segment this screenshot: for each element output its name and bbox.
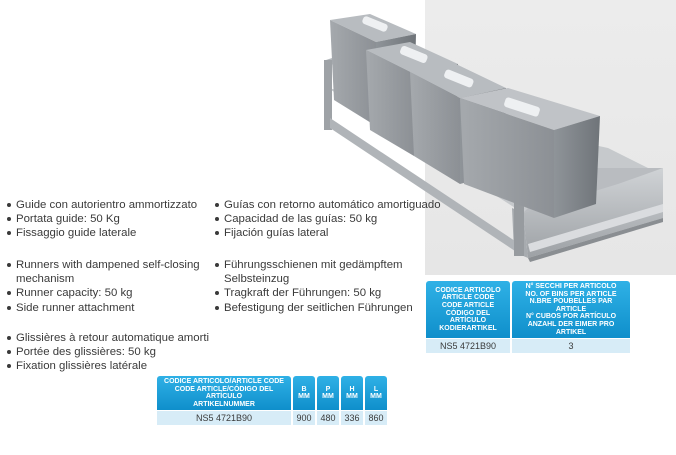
dims-table-b-cell: 900 bbox=[293, 411, 315, 426]
feature-de-1: Führungsschienen mit gedämpftem bbox=[214, 258, 413, 272]
bins-table-header-bins: N° SECCHI PER ARTICOLO NO. OF BINS PER A… bbox=[512, 281, 630, 339]
feature-es-3: Fijación guías lateral bbox=[214, 226, 441, 240]
feature-es-1: Guías con retorno automático amortiguado bbox=[214, 198, 441, 212]
product-image bbox=[324, 14, 663, 262]
feature-it-2: Portata guide: 50 Kg bbox=[6, 212, 197, 226]
feature-en-1-cont: mechanism bbox=[16, 273, 75, 286]
feature-fr-2: Portée des glissières: 50 kg bbox=[6, 345, 209, 359]
dims-header-l-unit: mm bbox=[370, 393, 382, 401]
dims-table-h-cell: 336 bbox=[341, 411, 363, 426]
feature-de-1-cont: Selbsteinzug bbox=[224, 273, 290, 286]
feature-en-2: Runner capacity: 50 kg bbox=[6, 286, 200, 300]
feature-en-1: Runners with dampened self-closing bbox=[6, 258, 200, 272]
feature-es-2: Capacidad de las guías: 50 kg bbox=[214, 212, 441, 226]
dims-header-p-letter: P bbox=[325, 385, 331, 393]
feature-de-2: Tragkraft der Führungen: 50 kg bbox=[214, 286, 413, 300]
feature-it-1: Guide con autorientro ammortizzato bbox=[6, 198, 197, 212]
bin-4 bbox=[460, 88, 600, 218]
dims-table-header-h: H mm bbox=[341, 376, 363, 411]
dims-header-p-unit: mm bbox=[322, 393, 334, 401]
features-es: Guías con retorno automático amortiguado… bbox=[214, 198, 441, 241]
bins-table: CODICE ARTICOLO ARTICLE CODE CODE ARTICL… bbox=[424, 280, 632, 354]
bins-table-header-code: CODICE ARTICOLO ARTICLE CODE CODE ARTICL… bbox=[426, 281, 510, 339]
dims-table-header-l: L mm bbox=[365, 376, 387, 411]
features-de: Führungsschienen mit gedämpftem Selbstei… bbox=[214, 258, 413, 315]
dims-table-l-cell: 860 bbox=[365, 411, 387, 426]
bins-table-bins-cell: 3 bbox=[512, 339, 630, 354]
feature-fr-3: Fixation glissières latérale bbox=[6, 359, 209, 373]
features-en: Runners with dampened self-closing mecha… bbox=[6, 258, 200, 315]
dims-header-b-unit: mm bbox=[298, 393, 310, 401]
feature-en-3: Side runner attachment bbox=[6, 301, 200, 315]
feature-it-3: Fissaggio guide laterale bbox=[6, 226, 197, 240]
dimensions-table: CODICE ARTICOLO/ARTICLE CODE CODE ARTICL… bbox=[155, 375, 389, 426]
dims-table-code-cell: NS5 4721B90 bbox=[157, 411, 291, 426]
dims-header-b-letter: B bbox=[301, 385, 307, 393]
bins-table-code-cell: NS5 4721B90 bbox=[426, 339, 510, 354]
features-fr: Glissières à retour automatique amorti P… bbox=[6, 331, 209, 374]
features-it: Guide con autorientro ammortizzato Porta… bbox=[6, 198, 197, 241]
dims-table-header-p: P mm bbox=[317, 376, 339, 411]
feature-fr-1: Glissières à retour automatique amorti bbox=[6, 331, 209, 345]
dims-header-h-unit: mm bbox=[346, 393, 358, 401]
feature-de-3: Befestigung der seitlichen Führungen bbox=[214, 301, 413, 315]
dims-table-p-cell: 480 bbox=[317, 411, 339, 426]
dims-header-l-letter: L bbox=[373, 385, 379, 393]
dims-table-header-b: B mm bbox=[293, 376, 315, 411]
dims-table-header-code: CODICE ARTICOLO/ARTICLE CODE CODE ARTICL… bbox=[157, 376, 291, 411]
dims-header-h-letter: H bbox=[349, 385, 355, 393]
